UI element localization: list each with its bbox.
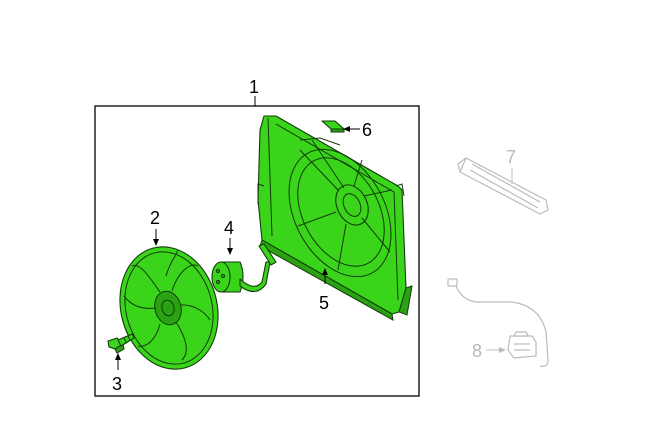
callout-8-label: 8 — [472, 341, 482, 361]
assembly-frame — [94, 105, 420, 397]
callout-3-label: 3 — [112, 374, 122, 394]
fan-motor[interactable] — [211, 243, 277, 293]
shroud-clip[interactable] — [321, 120, 345, 130]
fan-shroud[interactable] — [257, 115, 413, 321]
callout-3-arrowhead — [115, 353, 121, 360]
callout-6-arrowhead — [343, 126, 350, 132]
callout-4-arrowhead — [227, 248, 233, 255]
callout-5-label: 5 — [319, 293, 329, 313]
callout-2-arrowhead — [153, 239, 159, 246]
callout-1-label: 1 — [249, 77, 259, 97]
shroud-clip-edge — [330, 128, 345, 133]
reference-resistor[interactable] — [447, 278, 549, 367]
fan-blade[interactable] — [107, 236, 232, 381]
callout-4-label: 4 — [224, 218, 234, 238]
callout-8-arrowhead — [499, 347, 506, 353]
callout-7-label: 7 — [506, 147, 516, 167]
bolt[interactable] — [107, 333, 135, 354]
reference-bracket[interactable] — [457, 157, 549, 215]
callout-2-label: 2 — [150, 208, 160, 228]
callout-5-arrowhead — [322, 268, 328, 275]
callout-6-label: 6 — [362, 120, 372, 140]
